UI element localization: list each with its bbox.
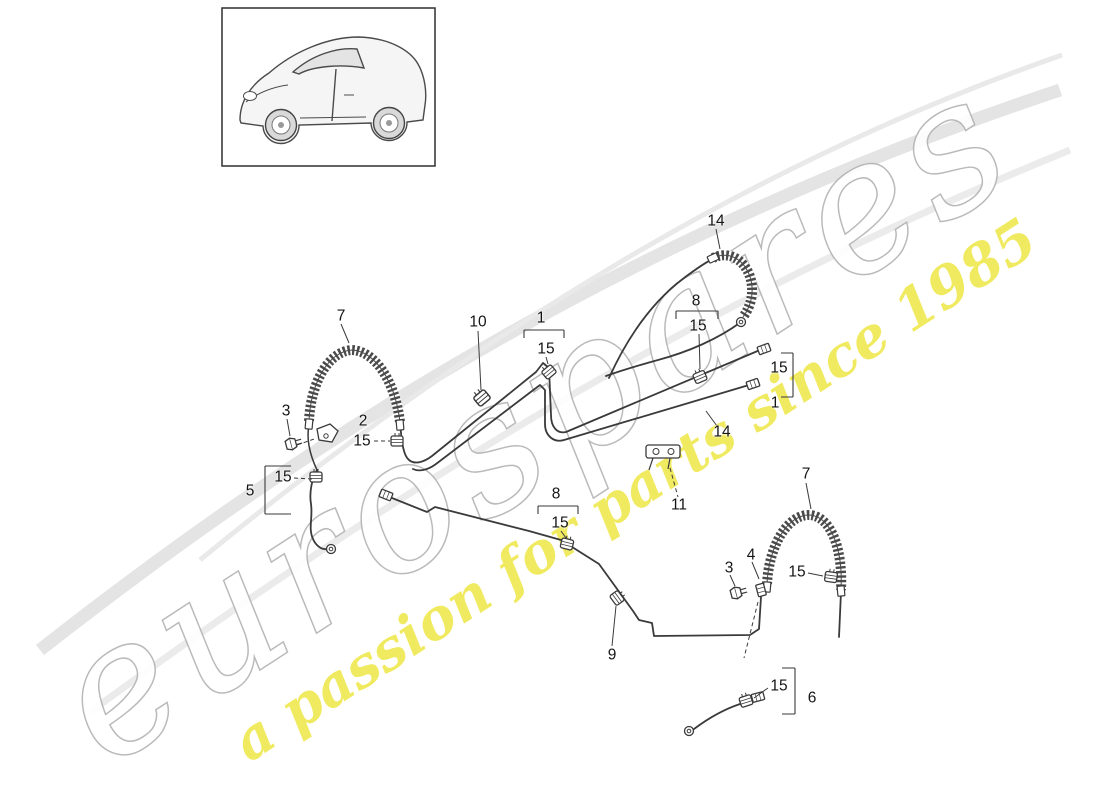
part-callout-2[interactable]: 2 [358,412,368,430]
bracket-11 [645,444,681,471]
part-callout-15[interactable]: 15 [537,340,555,358]
hose-7-right [762,510,847,597]
part-callout-4[interactable]: 4 [746,546,756,564]
flex-hoses [304,250,847,597]
brake-line-from-hose-14-down [605,321,742,377]
part-callout-7[interactable]: 7 [336,307,346,325]
callout-brackets [264,310,796,715]
bracket-2 [316,423,339,443]
part-callout-15[interactable]: 15 [353,432,371,450]
brake-line-secondary-zigzag [412,384,750,472]
part-callout-3[interactable]: 3 [724,559,734,577]
part-callout-9[interactable]: 9 [607,646,617,664]
part-callout-5[interactable]: 5 [245,482,255,500]
brake-lines [307,258,842,730]
part-callout-14[interactable]: 14 [713,423,731,441]
part-callout-14[interactable]: 14 [707,212,725,230]
part-callout-15[interactable]: 15 [788,563,806,581]
car-thumbnail [221,7,436,167]
brake-line-lower [386,495,762,637]
part-callout-15[interactable]: 15 [551,514,569,532]
part-callout-1[interactable]: 1 [770,394,780,412]
brake-line-6 [693,698,758,730]
car-wheel-front [264,108,298,142]
part-callout-7[interactable]: 7 [801,465,811,483]
hose-14 [706,250,758,328]
part-callout-15[interactable]: 15 [274,468,292,486]
part-callout-15[interactable]: 15 [770,677,788,695]
part-callout-10[interactable]: 10 [469,313,487,331]
brake-line-5 [309,469,328,551]
part-callout-8[interactable]: 8 [691,292,701,310]
brake-line-main-zigzag [399,349,761,464]
brake-line-to-hose-14-up [608,258,714,379]
part-callout-15[interactable]: 15 [689,317,707,335]
part-callout-8[interactable]: 8 [551,485,561,503]
part-callout-6[interactable]: 6 [807,689,817,707]
hardware [283,342,839,737]
part-callout-3[interactable]: 3 [281,402,291,420]
brake-line-hose7r-tail [838,591,842,638]
hose-7-left [304,344,405,431]
car-wheel-rear [372,106,406,140]
leader-lines [286,228,824,699]
part-callout-1[interactable]: 1 [536,309,546,327]
part-callout-15[interactable]: 15 [770,359,788,377]
part-callout-11[interactable]: 11 [670,496,688,514]
